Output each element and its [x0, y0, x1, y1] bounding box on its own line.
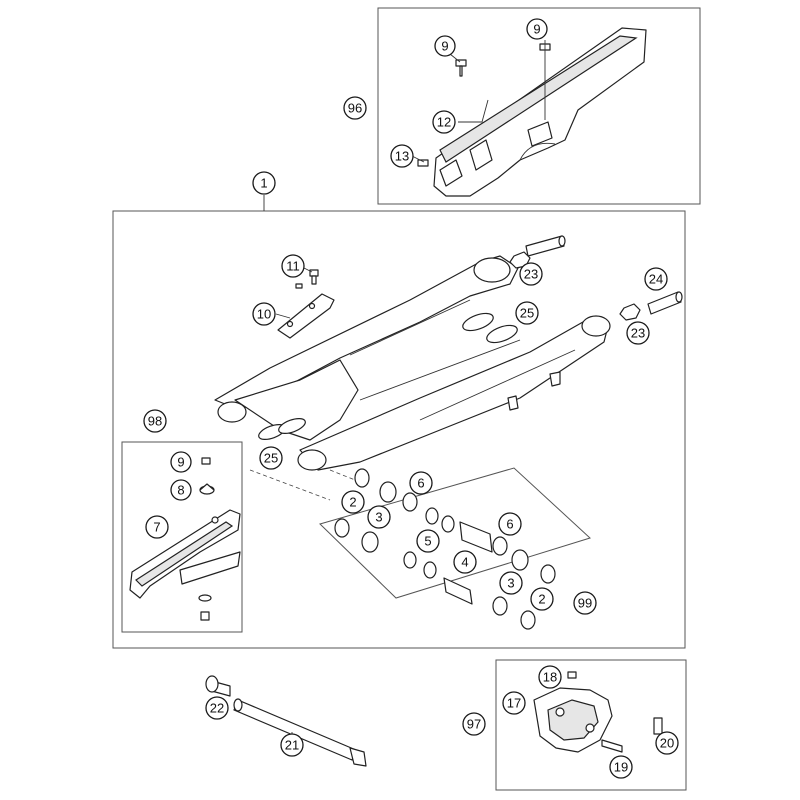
svg-text:96: 96: [348, 101, 362, 116]
svg-text:3: 3: [507, 576, 514, 591]
callout-18: 18: [538, 665, 562, 689]
callout-9-top-left: 9: [434, 35, 456, 57]
callout-12: 12: [432, 110, 456, 134]
leader-10: [275, 313, 291, 319]
screw-18-part: [567, 671, 577, 679]
callout-6-upper: 6: [409, 471, 433, 495]
svg-text:99: 99: [578, 596, 592, 611]
sleeve-24-upper-part: [525, 235, 566, 257]
screw-9-top-right-part: [539, 40, 551, 120]
ring-25-lower-part: [258, 418, 306, 440]
callout-2-upper: 2: [341, 490, 365, 514]
callout-25-upper: 25: [515, 301, 539, 325]
svg-text:24: 24: [649, 272, 663, 287]
plate-screw-part: [295, 283, 303, 289]
callout-21: 21: [280, 733, 304, 757]
nut-23-lower-part: [619, 303, 641, 321]
slider-washer-bottom-part: [198, 594, 212, 621]
svg-text:19: 19: [614, 760, 628, 775]
callout-1: 1: [252, 171, 276, 195]
leader-11: [303, 267, 313, 273]
chain-slider-kit-frame: [121, 441, 243, 633]
callout-6-lower: 6: [498, 512, 522, 536]
svg-text:2: 2: [538, 592, 545, 607]
callout-23-upper: 23: [519, 262, 543, 286]
svg-text:6: 6: [506, 517, 513, 532]
svg-text:23: 23: [524, 267, 538, 282]
pivot-axis-line: [249, 469, 361, 501]
callout-11: 11: [281, 254, 305, 278]
svg-text:12: 12: [437, 115, 451, 130]
callout-22: 22: [205, 696, 229, 720]
svg-text:11: 11: [286, 259, 300, 274]
svg-text:97: 97: [467, 717, 481, 732]
svg-text:9: 9: [177, 455, 184, 470]
callout-17: 17: [502, 691, 526, 715]
callout-25-lower: 25: [259, 446, 283, 470]
chain-guide-kit-frame: [495, 659, 687, 791]
pivot-axle-part: [233, 698, 367, 767]
svg-text:25: 25: [520, 306, 534, 321]
callout-97: 97: [462, 712, 486, 736]
svg-text:6: 6: [417, 476, 424, 491]
svg-text:18: 18: [543, 670, 557, 685]
protector-plate-part: [277, 293, 335, 339]
callout-23-lower: 23: [626, 321, 650, 345]
callout-3-upper: 3: [367, 505, 391, 529]
screw-11-part: [309, 269, 319, 285]
svg-text:22: 22: [210, 701, 224, 716]
callout-24: 24: [644, 267, 668, 291]
callout-9-top-right: 9: [526, 18, 548, 40]
screw-20-part: [653, 717, 663, 735]
screw-19-part: [601, 739, 623, 753]
chain-guide-part: [533, 687, 613, 753]
callout-8: 8: [170, 479, 192, 501]
svg-text:10: 10: [257, 307, 271, 322]
callout-13: 13: [390, 144, 414, 168]
leader-12: [458, 99, 489, 123]
spacer-22-part: [205, 675, 231, 697]
svg-text:9: 9: [441, 39, 448, 54]
svg-text:13: 13: [395, 149, 409, 164]
svg-text:23: 23: [631, 326, 645, 341]
bearing-kit-parts: [334, 468, 556, 630]
callout-10: 10: [252, 302, 276, 326]
svg-text:7: 7: [153, 520, 160, 535]
callout-5: 5: [416, 529, 440, 553]
swingarm-part: [214, 255, 611, 471]
callout-9-slider: 9: [170, 451, 192, 473]
svg-text:3: 3: [375, 510, 382, 525]
bearing-kit-frame: [319, 467, 591, 599]
svg-text:1: 1: [260, 176, 267, 191]
callout-96: 96: [343, 96, 367, 120]
callout-99: 99: [573, 591, 597, 615]
svg-text:98: 98: [148, 414, 162, 429]
svg-text:25: 25: [264, 451, 278, 466]
callout-98: 98: [143, 409, 167, 433]
svg-text:21: 21: [285, 738, 299, 753]
svg-text:4: 4: [461, 555, 468, 570]
screw-9-slider-part: [201, 457, 211, 465]
svg-text:20: 20: [660, 736, 674, 751]
callout-20: 20: [655, 731, 679, 755]
svg-text:8: 8: [177, 483, 184, 498]
callout-7: 7: [145, 515, 169, 539]
svg-text:17: 17: [507, 696, 521, 711]
svg-text:9: 9: [533, 22, 540, 37]
svg-text:5: 5: [424, 534, 431, 549]
chain-guard-part: [433, 27, 647, 197]
sleeve-24-lower-part: [647, 291, 683, 315]
screw-13-part: [411, 155, 429, 167]
callout-4: 4: [453, 550, 477, 574]
chain-slider-part: [129, 509, 241, 599]
ring-25-upper-part: [462, 312, 518, 344]
swingarm-assembly-frame: [112, 210, 686, 649]
svg-text:2: 2: [349, 495, 356, 510]
callout-3-lower: 3: [499, 571, 523, 595]
callout-2-lower: 2: [530, 587, 554, 611]
washer-8-part: [199, 483, 215, 495]
chain-guard-kit-frame: [377, 7, 701, 205]
callout-19: 19: [609, 755, 633, 779]
